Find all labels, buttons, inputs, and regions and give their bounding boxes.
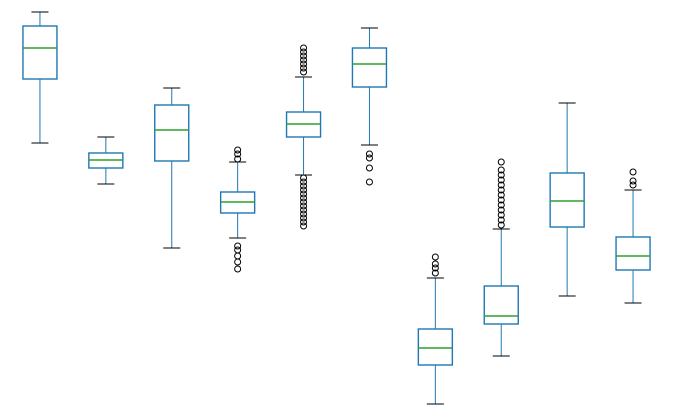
flier-point (234, 150, 242, 158)
box-iqr (417, 328, 454, 366)
flier-point (300, 186, 308, 194)
flier-point (300, 222, 308, 230)
flier-point (300, 210, 308, 218)
flier-point (497, 201, 505, 209)
flier-point (300, 52, 308, 60)
box-group-1 (22, 11, 58, 144)
flier-point (300, 218, 308, 226)
box-group-2 (88, 136, 124, 185)
flier-point (234, 258, 242, 266)
flier-point (300, 174, 308, 182)
flier-point (497, 166, 505, 174)
flier-point (234, 265, 242, 273)
flier-point (431, 269, 439, 277)
box-iqr (154, 104, 190, 162)
flier-point (234, 242, 242, 250)
flier-point (300, 194, 308, 202)
flier-point (431, 260, 439, 268)
flier-point (300, 214, 308, 222)
flier-point (300, 178, 308, 186)
flier-point (234, 246, 242, 254)
flier-point (497, 176, 505, 184)
flier-point (365, 178, 373, 186)
box-group-8 (483, 158, 519, 357)
box-group-6 (351, 27, 388, 186)
flier-point (300, 64, 308, 72)
flier-point (629, 168, 637, 176)
flier-point (497, 211, 505, 219)
flier-point (497, 171, 505, 179)
box-group-4 (219, 146, 256, 273)
box-iqr (615, 236, 651, 271)
box-iqr (483, 285, 519, 325)
flier-point (234, 155, 242, 163)
flier-point (497, 196, 505, 204)
flier-point (365, 164, 373, 172)
flier-point (300, 198, 308, 206)
flier-point (300, 60, 308, 68)
flier-point (431, 264, 439, 272)
box-group-5 (285, 44, 322, 230)
flier-point (431, 253, 439, 261)
flier-point (365, 150, 373, 158)
box-group-9 (549, 102, 585, 297)
flier-point (300, 68, 308, 76)
flier-point (234, 146, 242, 154)
box-iqr (22, 25, 58, 80)
box-group-7 (417, 253, 454, 405)
flier-point (497, 206, 505, 214)
box-group-10 (615, 168, 651, 304)
flier-point (629, 177, 637, 185)
box-iqr (351, 47, 388, 88)
flier-point (300, 182, 308, 190)
flier-point (497, 158, 505, 166)
flier-point (300, 202, 308, 210)
flier-point (300, 44, 308, 52)
flier-point (300, 48, 308, 56)
flier-point (300, 56, 308, 64)
flier-point (300, 206, 308, 214)
flier-point (497, 186, 505, 194)
flier-point (365, 154, 373, 162)
flier-point (497, 191, 505, 199)
box-group-3 (154, 87, 190, 249)
flier-point (234, 252, 242, 260)
flier-point (629, 181, 637, 189)
flier-point (497, 181, 505, 189)
box-iqr (549, 172, 585, 228)
flier-point (497, 221, 505, 229)
flier-point (300, 190, 308, 198)
flier-point (497, 216, 505, 224)
